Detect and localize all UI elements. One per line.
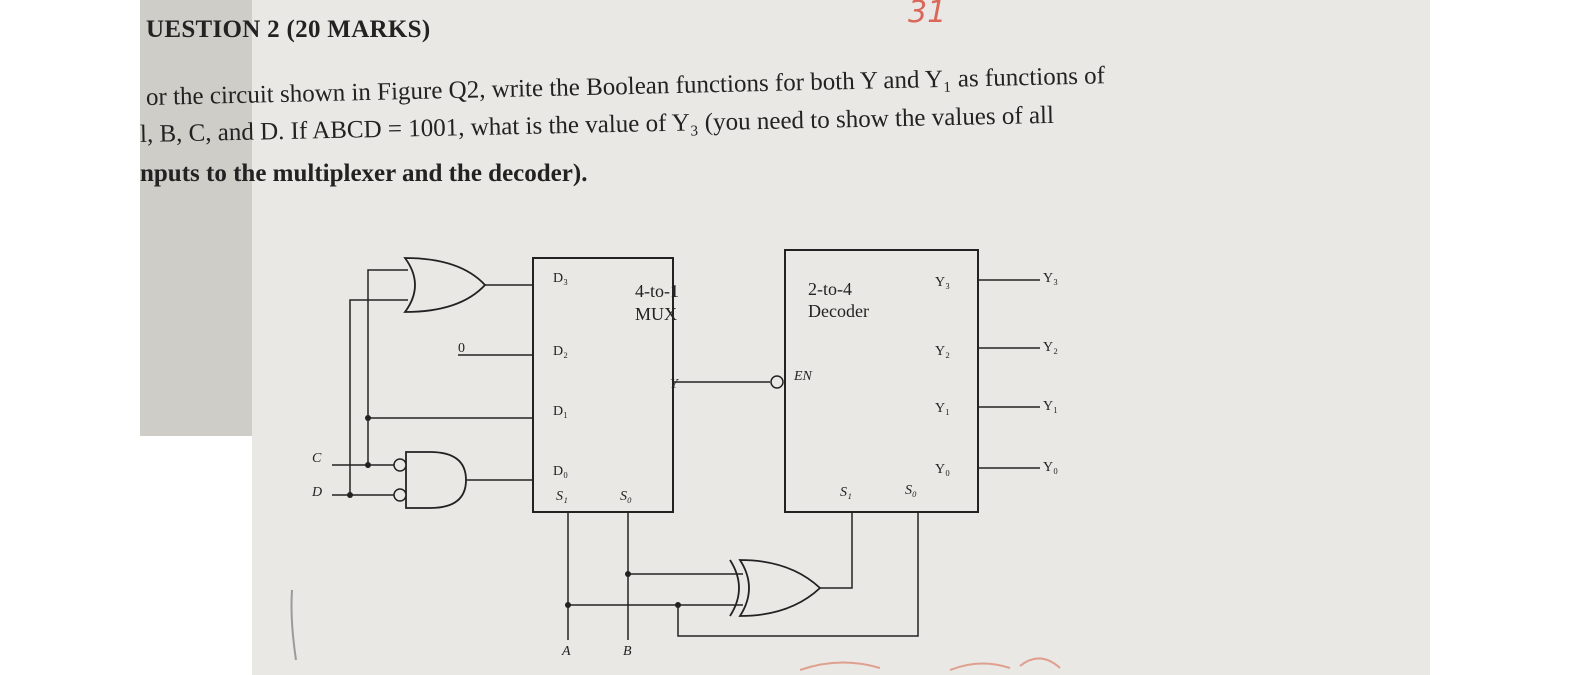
decoder-title-2: Decoder: [808, 301, 869, 321]
enable-bubble: [770, 375, 784, 389]
circuit-diagram: 31 4-to-1 MUX D₃ D₂ D₁ D₀ S₁ S₀ Y 2-to-4…: [290, 0, 1061, 671]
junction-d1: [365, 415, 371, 421]
mux-input-d2: D₂: [553, 344, 568, 359]
mux-input-d3: D₃: [553, 271, 568, 286]
mux-output-y: Y: [670, 377, 680, 392]
mux-select-s0: S₀: [620, 489, 632, 504]
mux-box: [532, 257, 674, 513]
ext-out-y2: Y₂: [1043, 340, 1058, 355]
wire-or-in1: [367, 269, 408, 468]
ext-out-y3: Y₃: [1043, 271, 1058, 286]
question-line-3: nputs to the multiplexer and the decoder…: [140, 160, 588, 187]
ext-out-y1: Y₁: [1043, 399, 1058, 414]
wire-or-in2: [349, 299, 408, 495]
decoder-out-y3: Y₃: [935, 275, 950, 290]
decoder-select-s0: S₀: [905, 483, 917, 498]
decoder-enable: EN: [793, 369, 813, 384]
score-mark: 31: [908, 0, 946, 30]
exam-photo: UESTION 2 (20 MARKS) or the circuit show…: [140, 0, 1430, 675]
xor-gate-back-arc: [729, 559, 740, 617]
mux-title-1: 4-to-1: [635, 281, 679, 301]
mux-input-d1: D₁: [553, 404, 568, 419]
bottom-scribble: [799, 657, 1061, 671]
mux-title-2: MUX: [635, 304, 677, 324]
constant-zero: 0: [458, 341, 465, 356]
question-heading: UESTION 2 (20 MARKS): [146, 16, 431, 43]
decoder-select-s1: S₁: [840, 485, 852, 500]
or-gate-d3: [403, 257, 487, 313]
decoder-box: [784, 249, 979, 513]
and-bubble-d: [393, 488, 407, 502]
input-b-label: B: [623, 644, 632, 659]
and-gate-d0: [405, 451, 467, 509]
wire-a-to-s0: [677, 512, 919, 637]
decoder-out-y1: Y₁: [935, 401, 950, 416]
junction-c: [365, 462, 371, 468]
input-a-label: A: [561, 644, 571, 659]
xor-gate: [738, 559, 822, 617]
ext-out-y0: Y₀: [1043, 460, 1058, 475]
blank-corner: [140, 436, 252, 675]
decoder-out-y2: Y₂: [935, 344, 950, 359]
junction-d: [347, 492, 353, 498]
input-c-label: C: [312, 451, 322, 466]
decoder-out-y0: Y₀: [935, 462, 950, 477]
junction-a: [565, 602, 571, 608]
decoder-title-1: 2-to-4: [808, 279, 852, 299]
input-d-label: D: [311, 485, 322, 500]
and-bubble-c: [393, 458, 407, 472]
margin-pen-line: [290, 589, 297, 661]
junction-b: [625, 571, 631, 577]
mux-select-s1: S₁: [556, 489, 568, 504]
page-shadow: [140, 0, 252, 436]
wire-xor-to-s1: [820, 512, 853, 589]
junction-a2: [675, 602, 681, 608]
mux-input-d0: D₀: [553, 464, 568, 479]
